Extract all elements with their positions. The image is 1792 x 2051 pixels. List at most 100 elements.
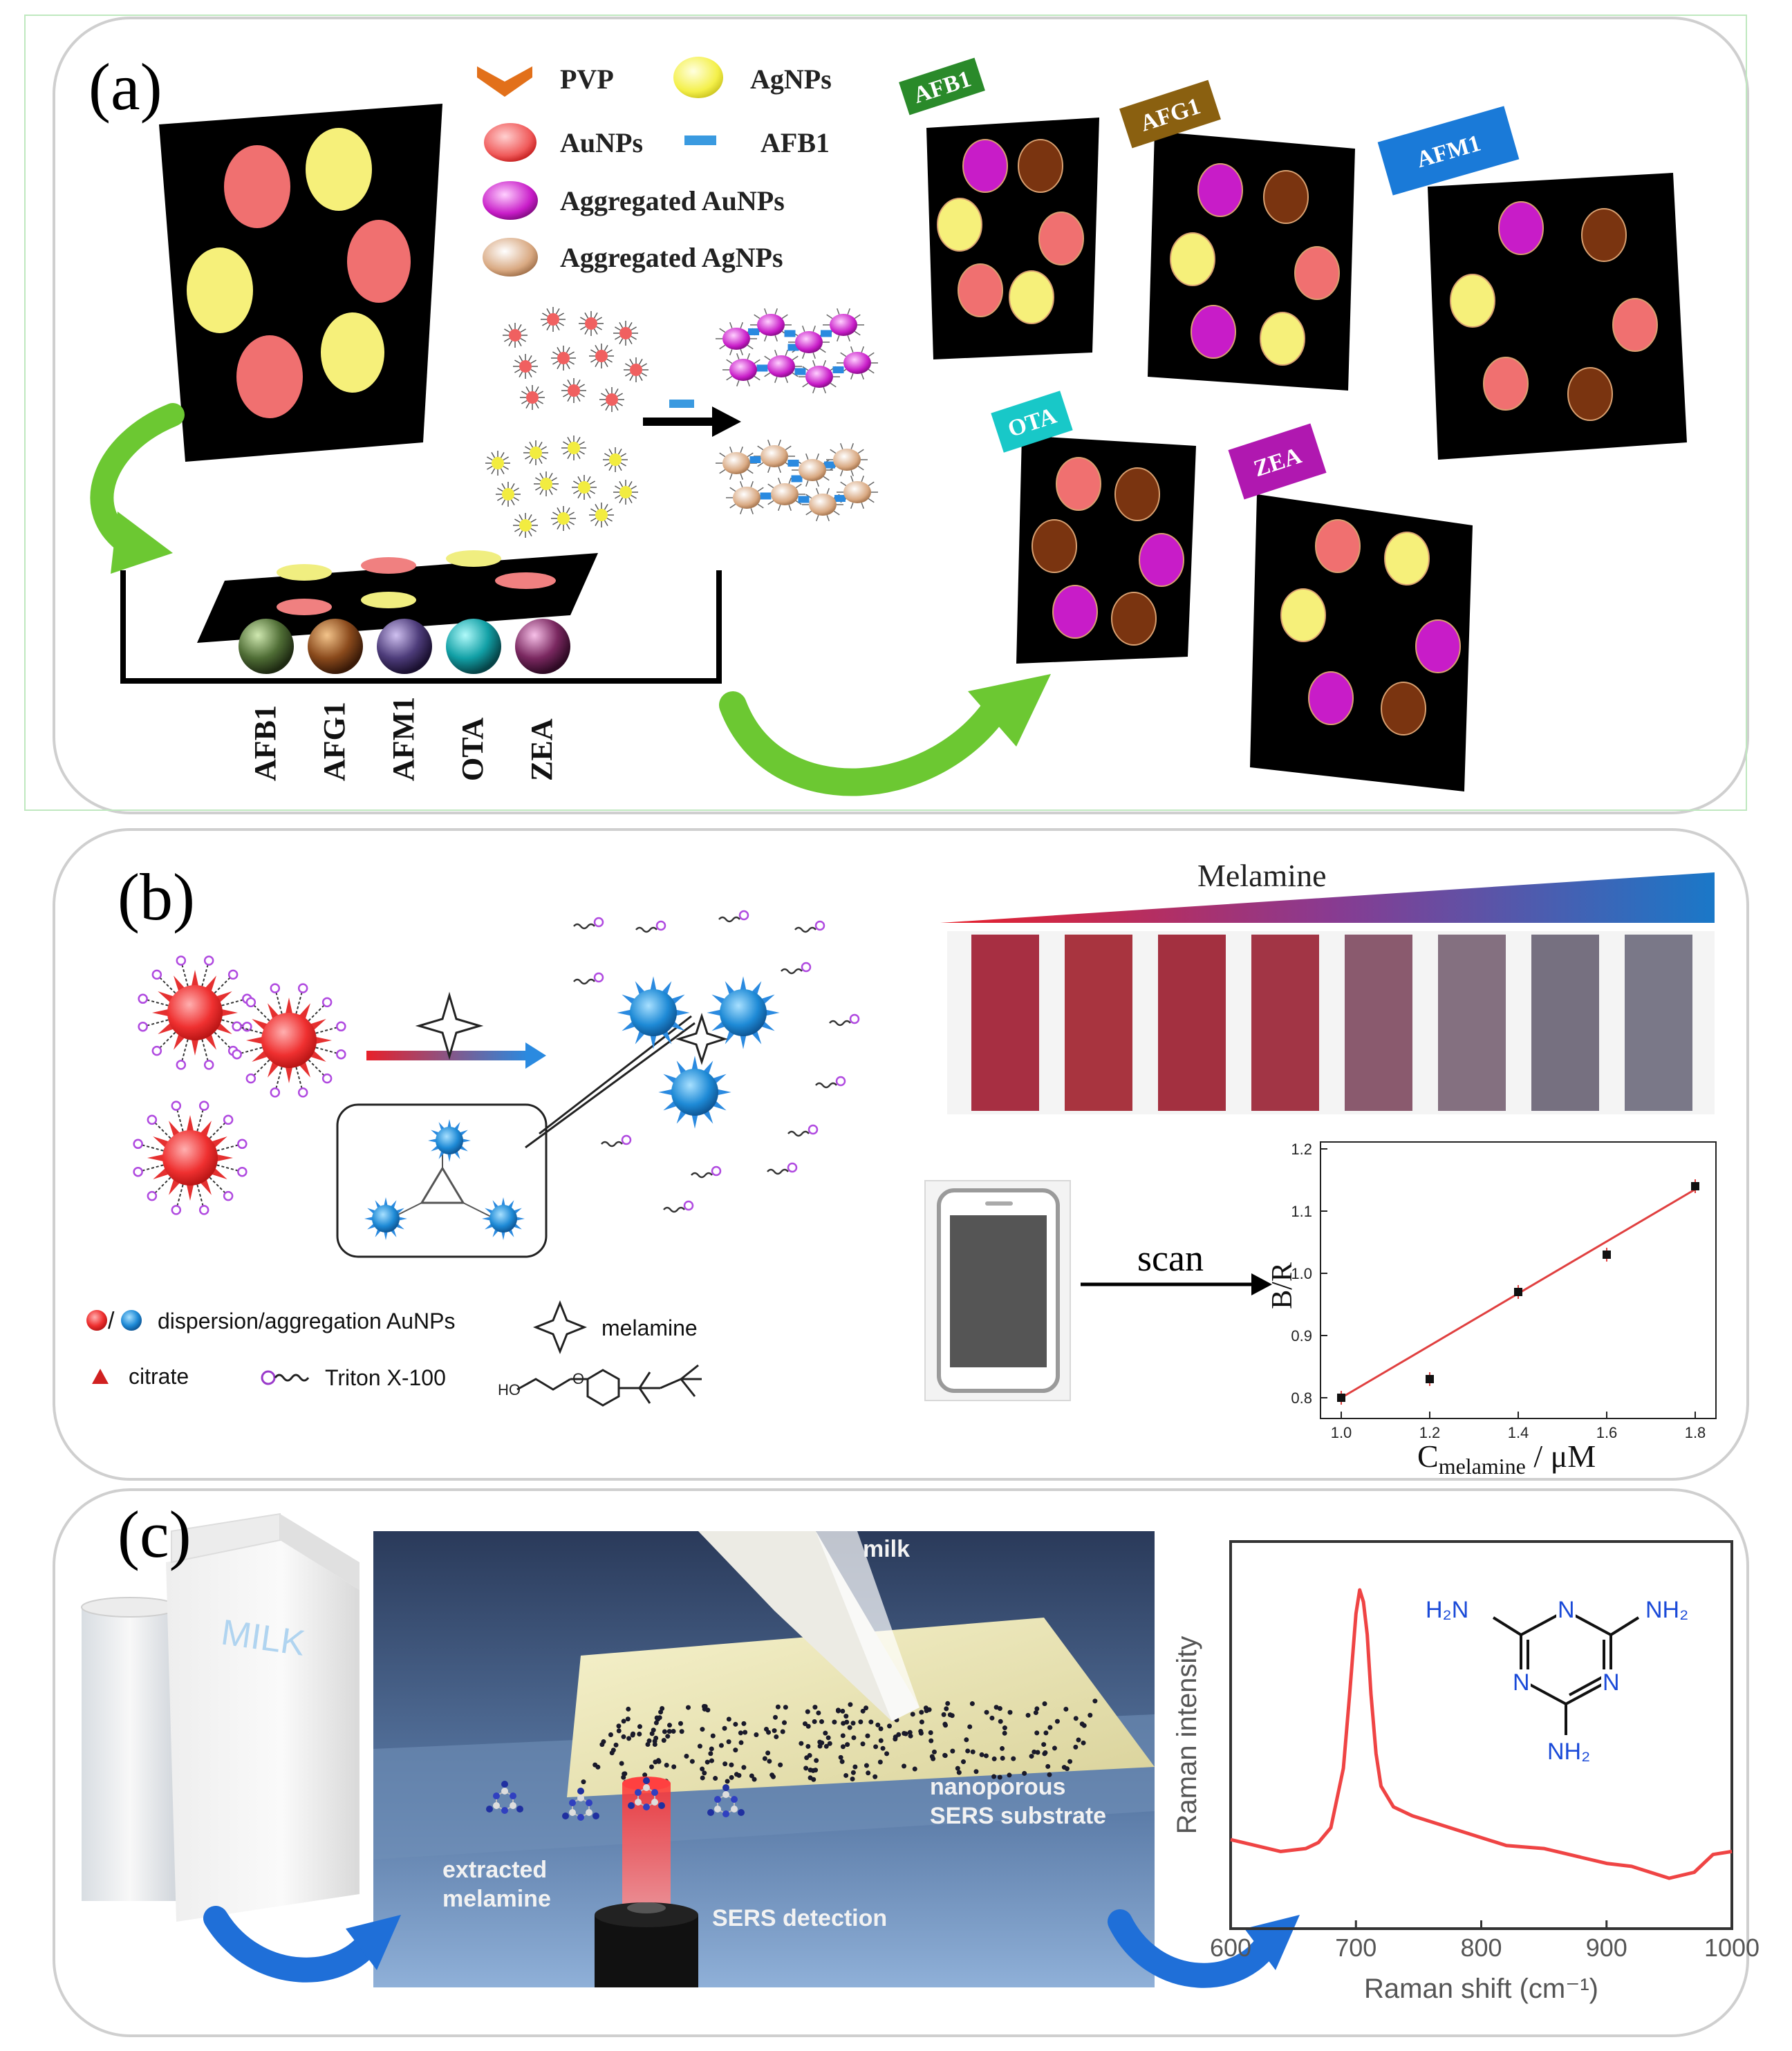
melamine-dot [984,1710,989,1715]
photo-label-melamine: melamine [442,1886,551,1912]
result-card-tag [991,391,1073,453]
melamine-dot [1034,1706,1040,1712]
result-dot [1009,270,1054,324]
aunp-dispersed [561,378,586,403]
raman-x-axis-label: Raman shift (cm⁻¹) [1364,1974,1598,2004]
result-dot [1052,585,1098,639]
melamine-dot [729,1762,734,1768]
photo-label-sers-substrate: SERS substrate [930,1803,1106,1829]
green-curved-arrow-bottom [719,674,1051,796]
melamine-dot [923,1705,928,1711]
aggregation-blue-icon [121,1310,142,1331]
melamine-dot [1067,1759,1073,1764]
melamine-dot [1092,1698,1098,1704]
test-strip [1345,935,1412,1111]
melamine-dot [678,1721,683,1726]
melamine-dot [783,1705,788,1710]
melamine-dot [878,1726,884,1732]
melamine-dot [738,1740,744,1745]
aunp-dispersed [624,357,648,382]
melamine-dot [648,1764,654,1770]
green-curved-arrow-left [90,403,185,574]
test-strip [1438,935,1506,1111]
aunp-inset [482,1197,525,1240]
melamine-dot [997,1706,1002,1712]
melamine-dot [1029,1754,1034,1759]
aunp-dispersed-star [138,955,252,1070]
aunp-dispersed [551,346,576,371]
result-dot [1294,246,1340,300]
melamine-dot [841,1721,846,1726]
citrate-icon [92,1369,109,1384]
br-y-tick-label: 0.9 [1291,1327,1312,1345]
result-dot [1260,312,1305,366]
melamine-dot [708,1751,713,1757]
melamine-dot [652,1739,657,1744]
br-data-point [1603,1251,1611,1259]
melamine-dot [662,1729,667,1734]
result-dot [1170,232,1215,286]
melamine-dot [979,1752,984,1757]
melamine-dot [1081,1740,1086,1745]
melamine-dot [1063,1707,1069,1712]
melamine-dot [941,1712,946,1717]
melamine-dot [1025,1712,1031,1718]
melamine-reaction-arrow [366,991,546,1069]
melamine-dot [722,1725,727,1731]
melamine-dot [709,1758,714,1763]
free-triton [691,1165,722,1179]
melamine-dot [840,1733,846,1739]
aunp-inset [364,1197,407,1240]
melamine-dot [1007,1710,1013,1715]
free-triton [718,910,749,923]
melamine-dot [804,1755,810,1761]
melamine-dot [928,1730,933,1736]
melamine-dot [928,1738,934,1743]
melamine-dot [823,1743,829,1749]
melamine-dots [581,1698,1098,1785]
melamine-dot [749,1773,754,1779]
melamine-dot [803,1766,809,1771]
melamine-dot [847,1725,852,1730]
melamine-dot [637,1731,642,1736]
melamine-dot [702,1704,708,1710]
result-dot [937,198,982,252]
melamine-dot [653,1720,659,1725]
panel-b-label: (b) [118,860,195,934]
reaction-arrow [643,400,741,437]
agnp-aggregate [716,439,878,522]
br-data-point [1337,1394,1345,1402]
panel-a-main-card [159,104,442,462]
melamine-molecule [707,1784,745,1817]
melamine-dot [812,1705,818,1710]
result-card: AFB1 [899,57,1099,359]
result-dot [1111,592,1157,646]
result-dot [1280,588,1326,642]
melamine-dot [860,1741,866,1747]
result-dot [1191,305,1236,359]
melamine-dot [880,1745,886,1751]
melamine-dot [908,1733,913,1739]
photo-label-sers-detection: SERS detection [712,1905,887,1931]
melamine-dot [860,1708,866,1714]
toxin-label: OTA [456,718,489,781]
melamine-dot [780,1729,785,1734]
melamine-dot [679,1729,684,1734]
melamine-dot [877,1759,883,1765]
melamine-dot [929,1754,935,1759]
scan-label: scan [1137,1237,1204,1279]
melamine-dot [991,1756,997,1761]
melamine-dot [1034,1730,1040,1736]
melamine-dot [993,1705,999,1710]
melamine-dot [907,1730,913,1735]
melamine-dot [865,1733,870,1739]
ring-n-top: N [1558,1597,1575,1623]
melamine-dot [1054,1718,1060,1724]
melamine-dot [722,1761,728,1767]
melamine-dot [839,1759,845,1764]
aunp-dispersed [513,354,538,379]
aunp-dispersed-star [232,983,346,1098]
result-dot [1415,619,1461,673]
melamine-dot [1064,1766,1070,1772]
